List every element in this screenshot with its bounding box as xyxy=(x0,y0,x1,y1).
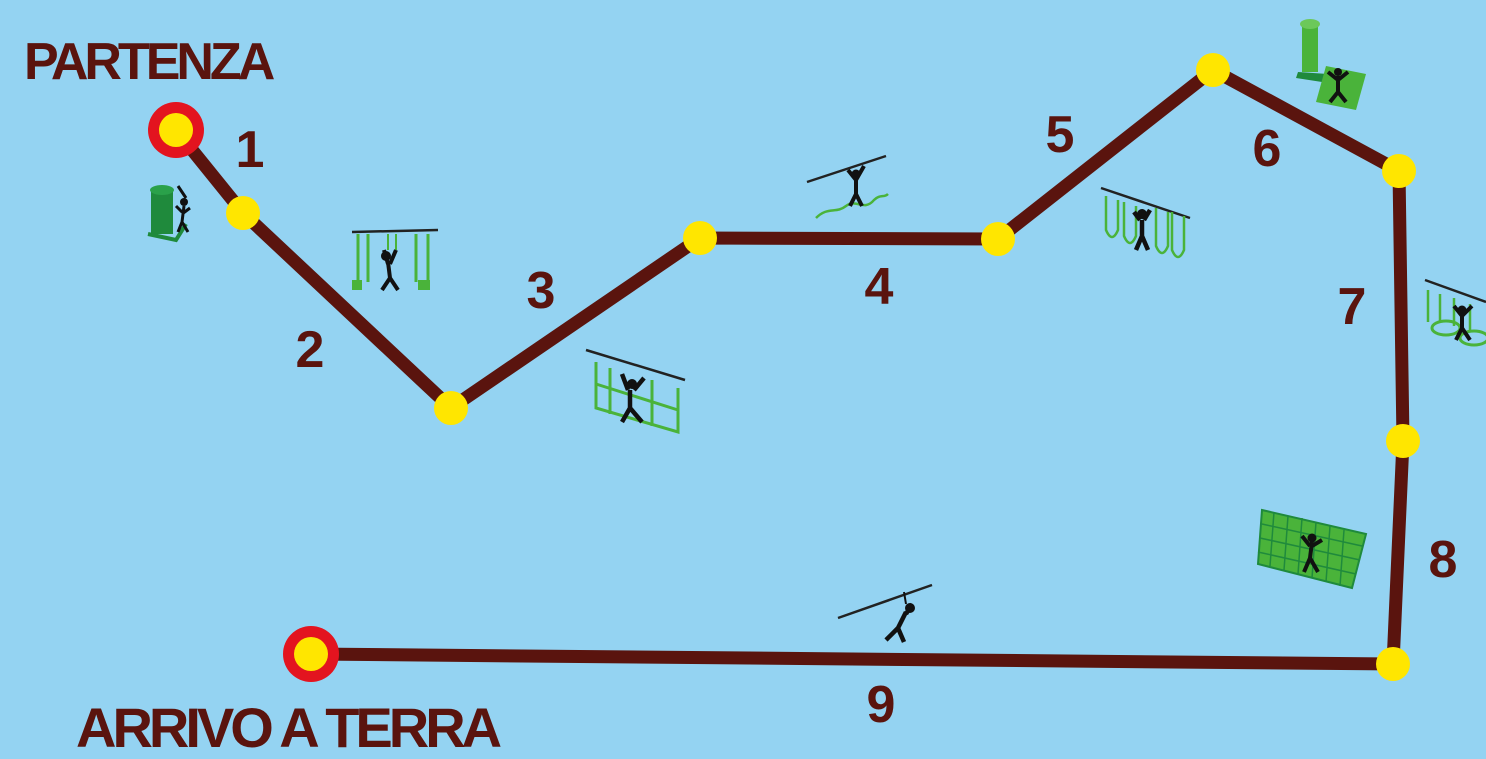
checkpoint-node xyxy=(1376,647,1410,681)
checkpoint-node xyxy=(1386,424,1420,458)
segment-number-8: 8 xyxy=(1428,531,1458,589)
hanging-bar-bridge-icon xyxy=(351,228,439,292)
checkpoint-node xyxy=(1382,154,1416,188)
checkpoint-node xyxy=(683,221,717,255)
segment-number-4: 4 xyxy=(864,258,894,316)
wobbly-rope-walk-icon xyxy=(806,154,889,219)
start-marker xyxy=(148,102,204,158)
climbing-pole-icon xyxy=(147,185,191,243)
segment-number-7: 7 xyxy=(1337,278,1367,336)
segment-number-3: 3 xyxy=(526,262,556,320)
course-path xyxy=(170,62,1410,671)
segment-number-5: 5 xyxy=(1045,106,1075,164)
hanging-rings-bridge-icon xyxy=(1424,278,1486,347)
checkpoint-node xyxy=(981,222,1015,256)
cargo-net-icon xyxy=(1256,508,1368,590)
checkpoint-nodes xyxy=(226,53,1420,681)
segment-number-6: 6 xyxy=(1252,120,1282,178)
segment-number-2: 2 xyxy=(295,321,325,379)
segment-number-1: 1 xyxy=(235,121,265,179)
segment-number-9: 9 xyxy=(866,676,896,734)
checkpoint-node xyxy=(1196,53,1230,87)
climbing-wall-platform-icon xyxy=(1296,19,1366,110)
checkpoint-node xyxy=(226,196,260,230)
start-label: PARTENZA xyxy=(24,33,275,91)
rope-ladder-bridge-icon xyxy=(585,348,686,435)
checkpoint-node xyxy=(434,391,468,425)
finish-label: ARRIVO A TERRA xyxy=(76,696,502,759)
hanging-loops-bridge-icon xyxy=(1100,186,1191,259)
finish-marker xyxy=(283,626,339,682)
zipline-icon xyxy=(837,583,933,643)
